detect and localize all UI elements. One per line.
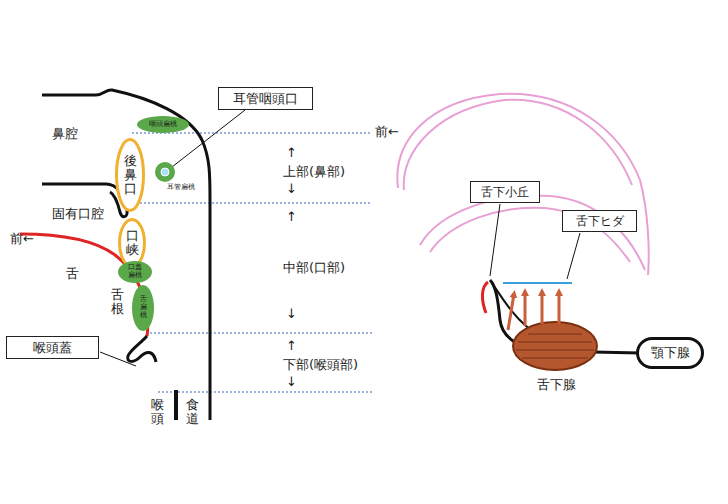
opening-ellipse: 口峡 — [118, 218, 146, 268]
node-text: 咽頭扁桃 — [149, 119, 177, 129]
tonsil-ellipse: 咽頭扁桃 — [137, 116, 189, 133]
larynx-esophagus-wall — [174, 390, 178, 420]
part-label: 舌 — [66, 265, 79, 283]
leader-line — [567, 233, 580, 279]
leader-line — [100, 352, 136, 366]
part-label: 舌下腺 — [537, 376, 576, 394]
part-label: 上部(鼻部) — [283, 163, 345, 181]
leader-line — [490, 204, 500, 276]
node-text: 舌扁桃 — [140, 296, 147, 319]
node-text: 顎下腺 — [651, 344, 690, 362]
part-label: ↑ — [286, 338, 297, 353]
node-text: 舌下ヒダ — [576, 213, 624, 230]
part-label: ↑ — [286, 209, 297, 224]
node-text: 舌下小丘 — [481, 184, 529, 201]
secretion-arrow — [508, 292, 559, 330]
node-text: 口蓋扁桃 — [128, 264, 142, 279]
node-text: 口峡 — [126, 229, 139, 258]
pharynx-wall — [42, 90, 210, 420]
callout-box: 舌下ヒダ — [562, 210, 637, 232]
callout-box: 舌下小丘 — [470, 181, 540, 203]
opening-ellipse: 後鼻口 — [115, 138, 145, 212]
callout-box: 喉頭蓋 — [6, 336, 99, 359]
node-text: 後鼻口 — [124, 154, 137, 197]
part-label: 鼻腔 — [52, 125, 78, 143]
tonsil-ellipse: 舌扁桃 — [132, 285, 154, 331]
node-text: 耳管扁桃 — [167, 182, 195, 192]
part-label: 固有口腔 — [52, 205, 104, 223]
node-text: 喉頭蓋 — [33, 339, 72, 357]
callout-box: 耳管咽頭口 — [218, 87, 313, 110]
sublingual-fold — [503, 282, 572, 284]
part-label: 中部(口部) — [283, 259, 345, 277]
part-label: 前← — [375, 123, 399, 141]
part-label: 喉頭 — [151, 398, 164, 427]
tonsil-ellipse: 口蓋扁桃 — [118, 261, 152, 283]
part-label: ↓ — [286, 374, 297, 389]
part-label: 下部(喉頭部) — [283, 356, 358, 374]
part-label: 食道 — [186, 398, 199, 427]
sublingual-gland — [513, 322, 597, 370]
tonsil-circle: 耳管扁桃 — [155, 162, 201, 192]
gland-shape: 顎下腺 — [636, 337, 704, 369]
part-label: 舌根 — [111, 288, 124, 317]
tongue-tip — [482, 282, 488, 313]
part-label: ↓ — [286, 181, 297, 196]
oral-arc — [397, 94, 648, 275]
part-label: 前← — [10, 230, 34, 248]
epiglottis — [128, 336, 156, 362]
part-label: ↑ — [286, 145, 297, 160]
level-line — [132, 133, 372, 392]
node-text: 耳管咽頭口 — [233, 90, 298, 108]
gland-texture — [516, 334, 594, 358]
part-label: ↓ — [286, 306, 297, 321]
